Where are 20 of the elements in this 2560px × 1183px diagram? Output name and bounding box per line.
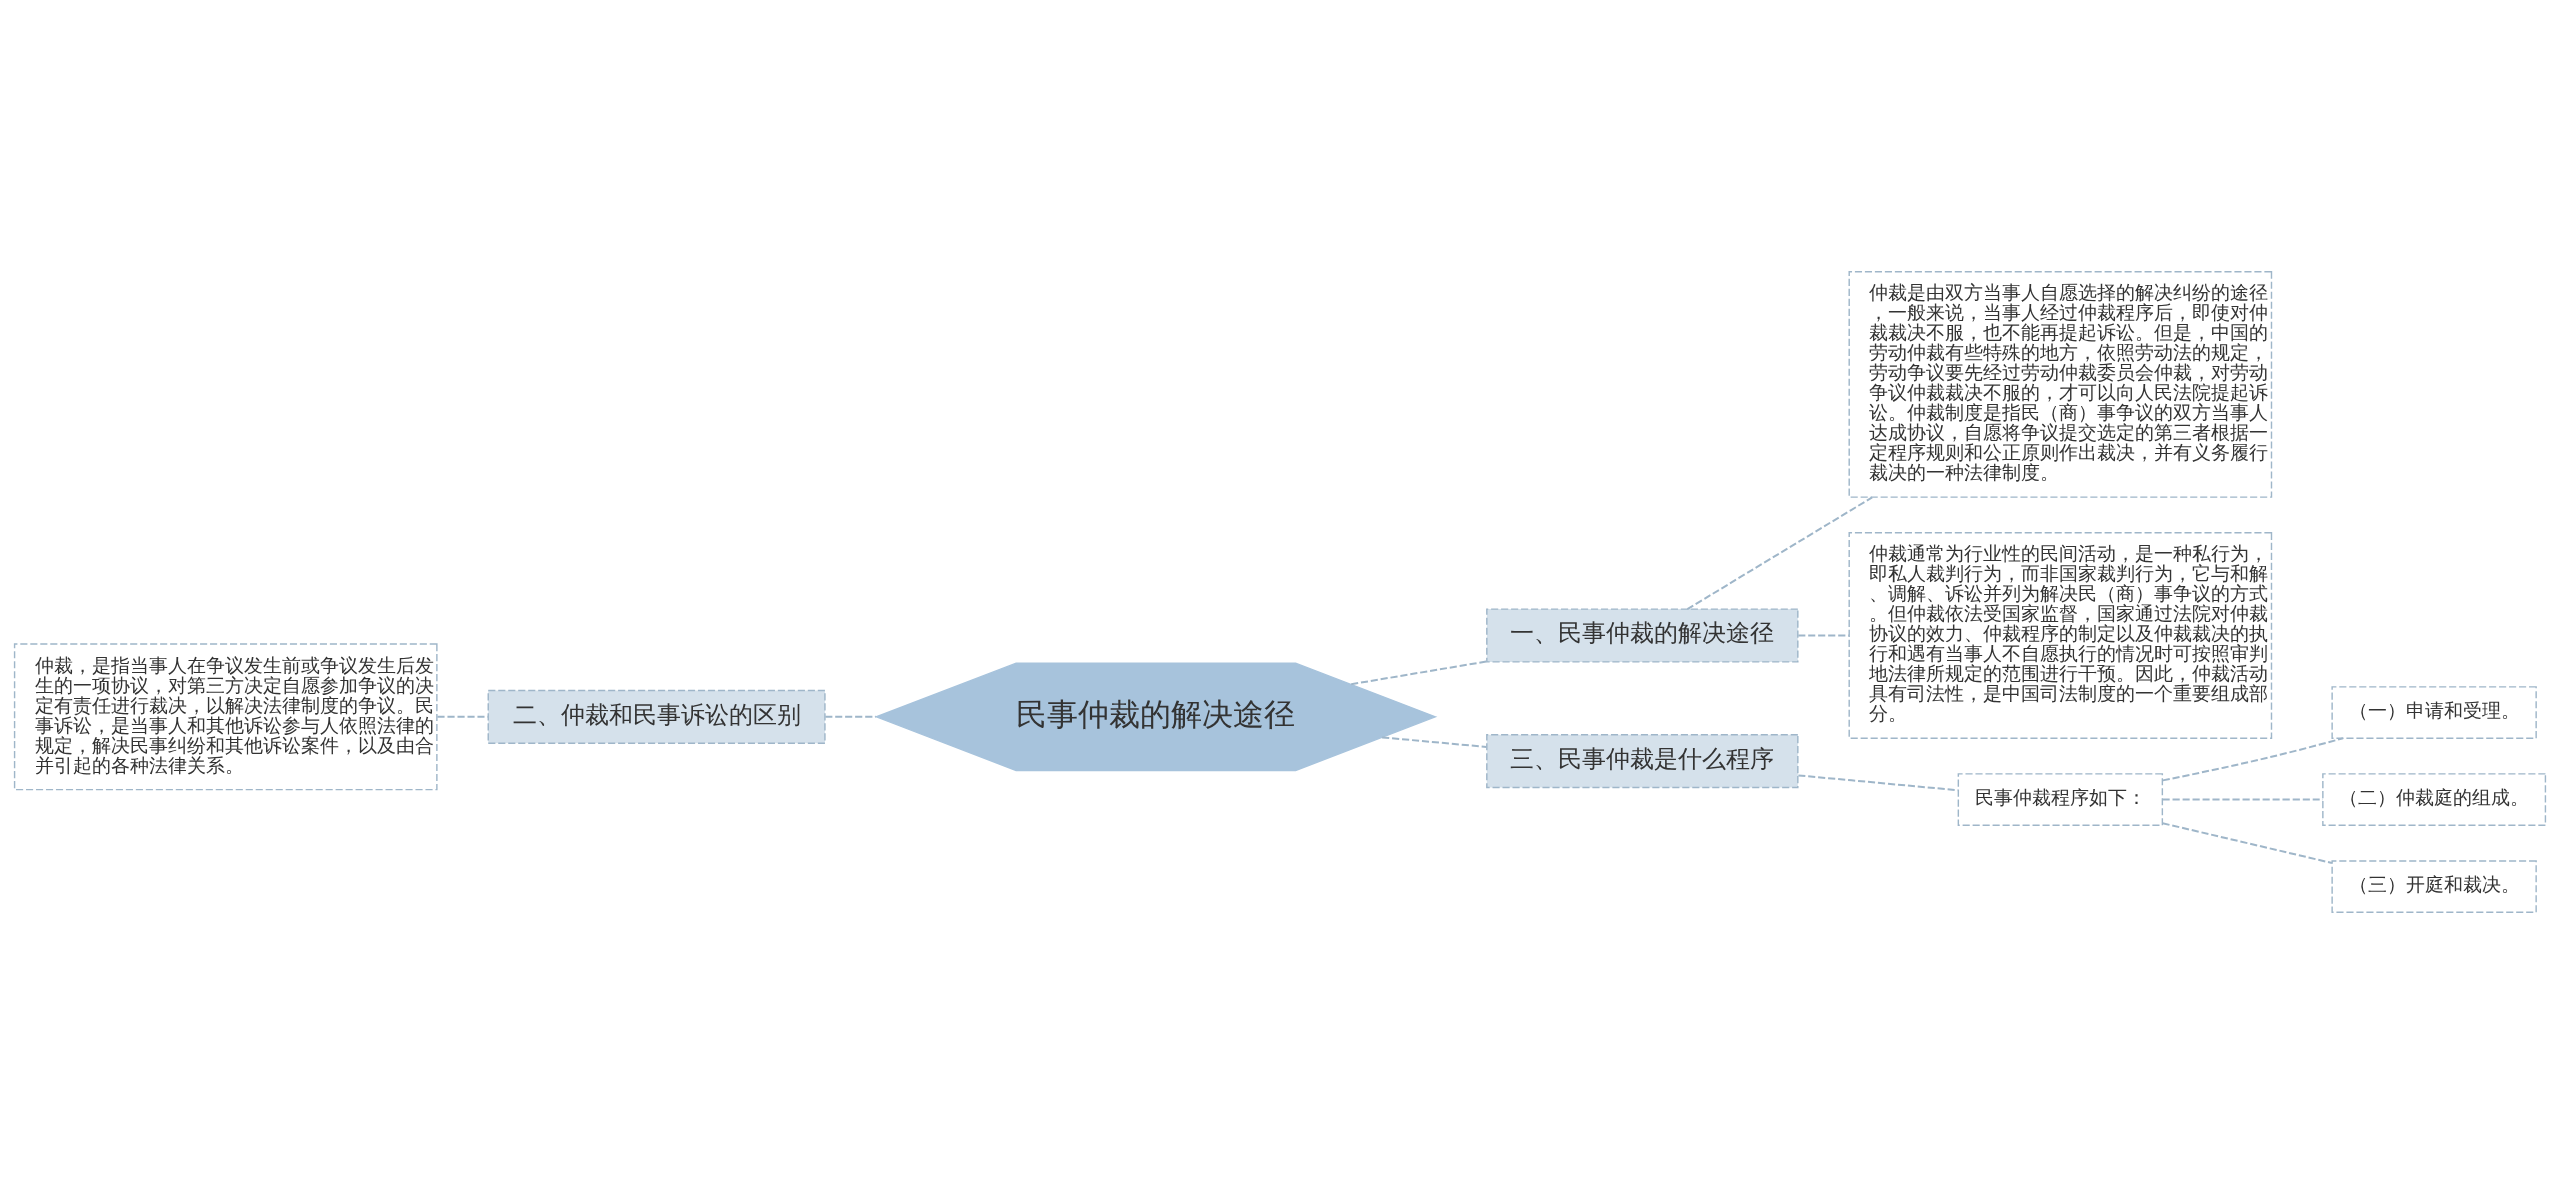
connector xyxy=(1686,495,1874,610)
connector xyxy=(2161,798,2324,801)
node-box: （一）申请和受理。 xyxy=(2331,685,2537,739)
connector xyxy=(2161,736,2344,781)
connector xyxy=(1381,735,1488,748)
connector xyxy=(824,715,878,718)
node-box: 民事仲裁程序如下： xyxy=(1957,772,2164,826)
connector xyxy=(436,715,489,718)
node-box: 仲裁，是指当事人在争议发生前或争议发生后发生的一项协议，对第三方决定自愿参加争议的决定有责任进行裁决，以解决法律制度的争议。民事诉讼，是当事人和其他诉讼参与人依照法律的规定，解决民事纠纷和其他诉讼案件，以及由合并引起的各种法律关系。 xyxy=(13,642,438,790)
connector xyxy=(2161,821,2333,864)
node-box: 三、民事仲裁是什么程序 xyxy=(1486,733,1799,788)
node-box: （二）仲裁庭的组成。 xyxy=(2322,772,2547,826)
node-box: 二、仲裁和民事诉讼的区别 xyxy=(487,689,826,744)
node-box: 仲裁是由双方当事人自愿选择的解决纠纷的途径，一般来说，当事人经过仲裁程序后，即使对仲裁裁决不服，也不能再提起诉讼。但是，中国的劳动仲裁有些特殊的地方，依照劳动法的规定，劳动争议要先经过劳动仲裁委员会仲裁，对劳动争议仲裁裁决不服的，才可以向人民法院提起诉讼。仲裁制度是指民（商）事争议的双方当事人达成协议，自愿将争议提交选定的第三者根据一定程序规则和公正原则作出裁决，并有义务履行裁决的一种法律制度。 xyxy=(1848,270,2273,498)
connector xyxy=(1797,773,1959,791)
connector xyxy=(1350,659,1488,685)
node-box: （三）开庭和裁决。 xyxy=(2331,859,2537,913)
node-box: 仲裁通常为行业性的民间活动，是一种私行为，即私人裁判行为，而非国家裁判行为，它与和解、调解、诉讼并列为解决民（商）事争议的方式。但仲裁依法受国家监督，国家通过法院对仲裁协议的效力、仲裁程序的制定以及仲裁裁决的执行和遇有当事人不自愿执行的情况时可按照审判地法律所规定的范围进行干预。因此，仲裁活动具有司法性，是中国司法制度的一个重要组成部分。 xyxy=(1848,531,2273,739)
connector xyxy=(1797,634,1851,636)
node-box: 一、民事仲裁的解决途径 xyxy=(1486,607,1799,663)
